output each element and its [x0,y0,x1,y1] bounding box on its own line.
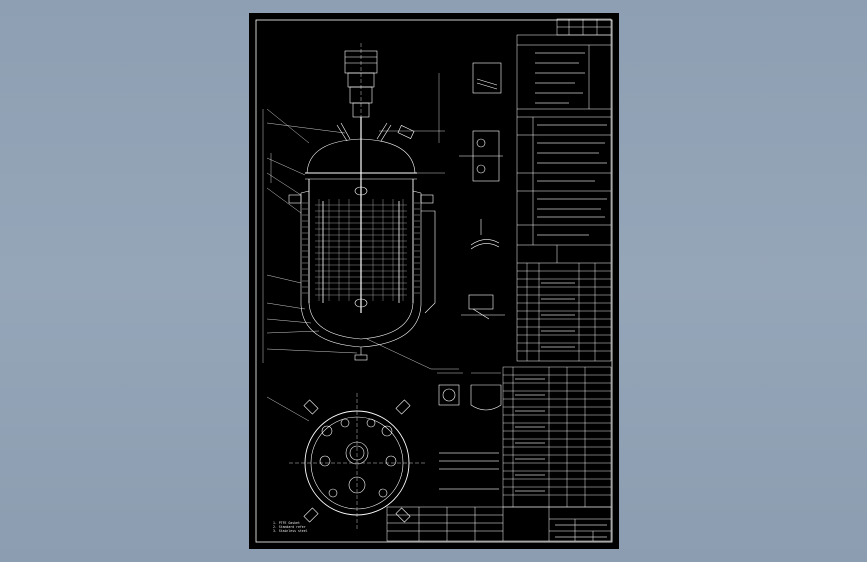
table-text-strokes [439,52,607,538]
detail-views [459,62,505,320]
leader-lines [266,108,459,370]
technical-data-table [516,34,612,362]
title-block [386,506,612,542]
note-line-3: 3. Stainless steel [273,529,308,533]
impeller-bottom [354,298,368,308]
drawing-frame [255,19,613,543]
cad-drawing [255,18,613,543]
technical-notes: 1. PTFE Gasket 2. Standard refer 3. Stai… [273,521,308,533]
parts-list-table [502,366,612,508]
reactor-plan-view [266,393,425,529]
impeller-top [354,186,368,196]
lower-detail [437,372,502,411]
drawing-sheet[interactable]: 1. PTFE Gasket 2. Standard refer 3. Stai… [249,13,619,549]
note-line-2: 2. Standard refer [273,525,306,529]
vessel-bottom-head [308,302,414,340]
reactor-elevation-view [262,43,459,370]
note-line-1: 1. PTFE Gasket [273,521,300,525]
jacket-hatching [302,202,420,294]
revision-table [556,18,612,36]
nozzle-table [517,263,611,361]
